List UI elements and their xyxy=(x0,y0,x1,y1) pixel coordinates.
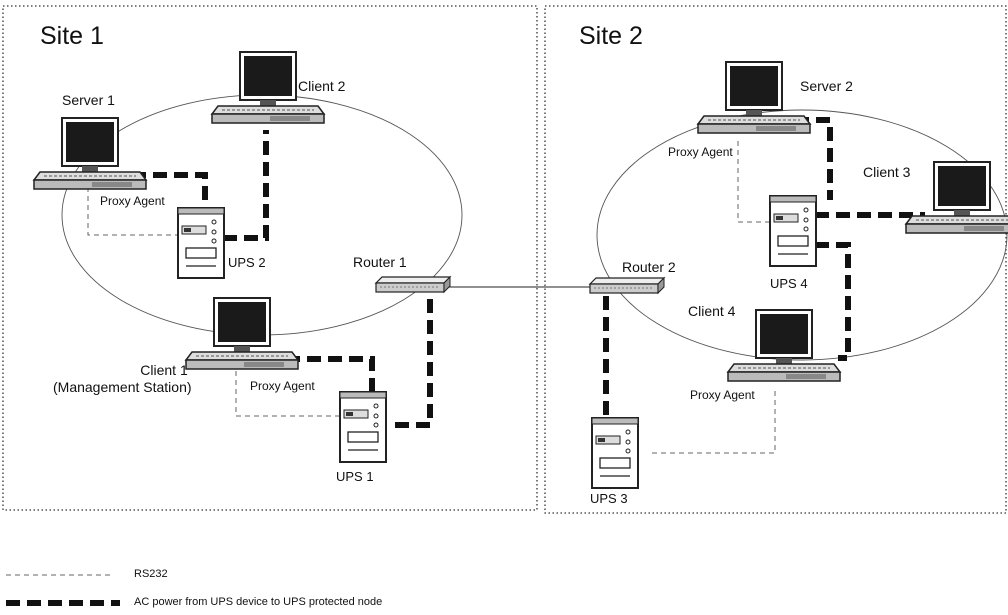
site2-network-ellipse xyxy=(596,109,1008,361)
ups2-icon xyxy=(177,207,225,279)
client4-label: Client 4 xyxy=(688,303,736,319)
ups4-icon xyxy=(769,195,817,267)
client2-label: Client 2 xyxy=(298,78,346,94)
client1-label: Client 1 xyxy=(140,362,188,378)
legend-rs232-label: RS232 xyxy=(134,568,168,580)
client3-icon xyxy=(905,161,1008,234)
client4-icon xyxy=(727,309,841,382)
server2-icon xyxy=(697,61,811,134)
router1-label: Router 1 xyxy=(353,254,407,270)
server1-icon xyxy=(33,117,147,190)
router2-label: Router 2 xyxy=(622,259,676,275)
proxy-agent-label-4: Proxy Agent xyxy=(690,388,755,402)
proxy-agent-label-3: Proxy Agent xyxy=(668,145,733,159)
server1-label: Server 1 xyxy=(62,92,115,108)
ups1-label: UPS 1 xyxy=(336,469,374,484)
ups3-icon xyxy=(591,417,639,489)
client1-icon xyxy=(185,297,299,370)
ups1-icon xyxy=(339,391,387,463)
client1-sublabel: (Management Station) xyxy=(53,379,192,395)
ups3-label: UPS 3 xyxy=(590,491,628,506)
rs232-connections xyxy=(87,141,776,454)
router2-icon xyxy=(589,277,665,294)
site1-box xyxy=(2,5,538,511)
server2-label: Server 2 xyxy=(800,78,853,94)
client3-label: Client 3 xyxy=(863,164,911,180)
site2-title: Site 2 xyxy=(579,22,643,50)
router1-icon xyxy=(375,276,451,293)
site1-title: Site 1 xyxy=(40,22,104,50)
ups2-label: UPS 2 xyxy=(228,255,266,270)
legend-ac-power-label: AC power from UPS device to UPS protecte… xyxy=(134,596,383,608)
proxy-agent-label-2: Proxy Agent xyxy=(250,379,315,393)
ups4-label: UPS 4 xyxy=(770,276,808,291)
proxy-agent-label-1: Proxy Agent xyxy=(100,194,165,208)
